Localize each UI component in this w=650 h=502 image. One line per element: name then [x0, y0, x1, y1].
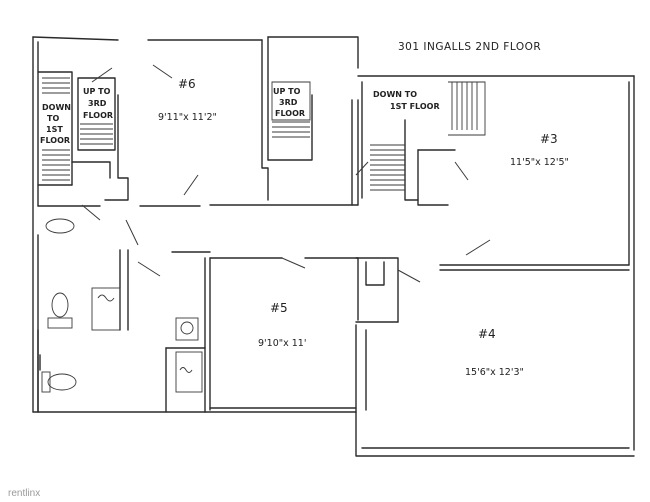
svg-text:#5: #5 — [270, 301, 288, 315]
svg-text:FLOOR: FLOOR — [83, 111, 113, 120]
stairs-center-up — [271, 81, 311, 138]
svg-text:9'10"x 11': 9'10"x 11' — [258, 338, 306, 349]
svg-text:#6: #6 — [178, 77, 196, 91]
stair-label-up-left: UP TO 3RD FLOOR — [83, 87, 113, 120]
stair-label-down-left: DOWN TO 1ST FLOOR — [40, 103, 71, 145]
svg-text:DOWN: DOWN — [42, 103, 71, 112]
interior-walls — [37, 36, 630, 413]
stairs-left-down — [42, 77, 70, 181]
stair-label-up-center: UP TO 3RD FLOOR — [273, 87, 305, 118]
room-6-label: #6 9'11"x 11'2" — [158, 77, 217, 123]
svg-text:FLOOR: FLOOR — [40, 136, 70, 145]
room-3-label: #3 11'5"x 12'5" — [510, 132, 569, 168]
svg-text:TO: TO — [47, 114, 59, 123]
svg-text:UP TO: UP TO — [273, 87, 301, 96]
room-5-label: #5 9'10"x 11' — [258, 301, 306, 349]
svg-text:UP TO: UP TO — [83, 87, 111, 96]
svg-text:FLOOR: FLOOR — [275, 109, 305, 118]
svg-text:1ST FLOOR: 1ST FLOOR — [390, 102, 440, 111]
doors — [81, 64, 491, 283]
svg-text:DOWN TO: DOWN TO — [373, 90, 417, 99]
svg-text:15'6"x 12'3": 15'6"x 12'3" — [465, 367, 524, 378]
watermark: rentlinx — [8, 488, 40, 499]
svg-text:3RD: 3RD — [279, 98, 298, 107]
toilet-icon — [41, 218, 77, 393]
svg-text:3RD: 3RD — [88, 99, 107, 108]
stair-label-down-right: DOWN TO 1ST FLOOR — [373, 90, 440, 111]
svg-text:9'11"x 11'2": 9'11"x 11'2" — [158, 112, 217, 123]
svg-text:1ST: 1ST — [46, 125, 63, 134]
exterior-walls — [32, 36, 635, 457]
svg-text:#4: #4 — [478, 327, 496, 341]
sink-icon — [91, 287, 203, 393]
stairs-left-up — [80, 123, 113, 145]
svg-text:#3: #3 — [540, 132, 558, 146]
svg-text:11'5"x 12'5": 11'5"x 12'5" — [510, 157, 569, 168]
plan-title: 301 INGALLS 2ND FLOOR — [398, 41, 541, 53]
room-4-label: #4 15'6"x 12'3" — [465, 327, 524, 378]
stairs-right-down — [370, 81, 486, 191]
